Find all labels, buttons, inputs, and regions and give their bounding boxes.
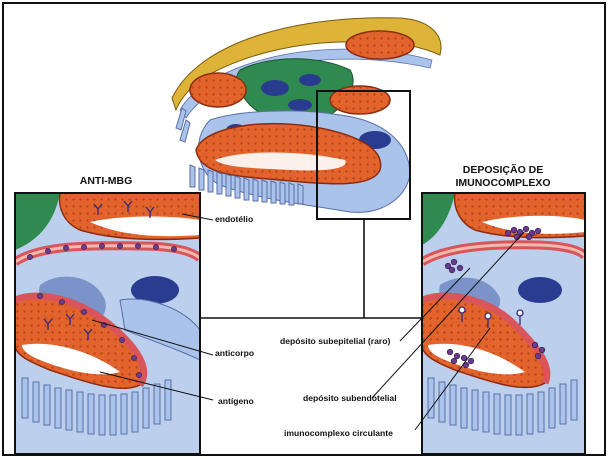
right-panel-title-line-2: IMUNOCOMPLEXO	[438, 177, 568, 189]
right-panel-illustration	[422, 193, 585, 454]
left-panel-illustration	[15, 193, 200, 454]
label-antigeno: antígeno	[218, 396, 254, 406]
label-imunocomplexo-circulante: imunocomplexo circulante	[284, 428, 393, 438]
label-deposito-subendotelial: depósito subendotelial	[303, 393, 397, 403]
label-endotelio: endotélio	[215, 214, 253, 224]
left-panel-title: ANTI-MBG	[56, 175, 156, 187]
right-panel-title-line-1: DEPOSIÇÃO DE	[438, 164, 568, 176]
label-deposito-subepitelial: depósito subepitelial (raro)	[280, 336, 390, 346]
zoom-connector-lines	[200, 219, 422, 318]
label-anticorpo: anticorpo	[215, 348, 254, 358]
top-glomerulus-section	[172, 18, 441, 213]
